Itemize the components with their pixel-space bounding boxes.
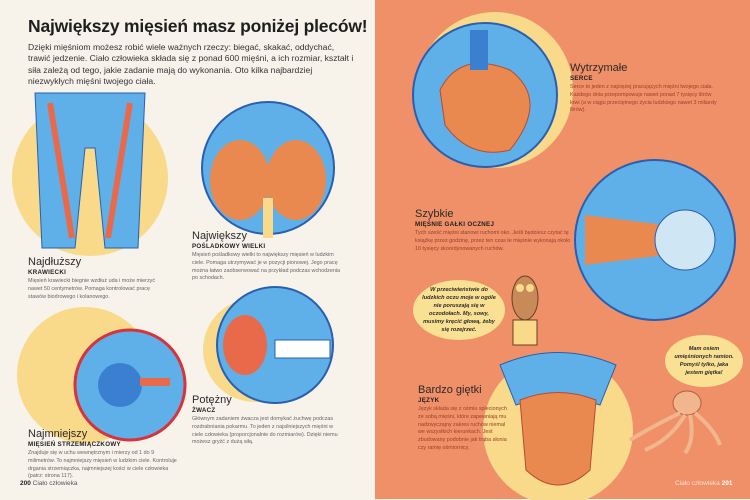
gluteus-illustration: [201, 101, 335, 238]
section-text: Mięsień pośladkowy wielki to największy …: [192, 252, 341, 282]
section-heart: Wytrzymałe SERCE Serce to jeden z najcię…: [570, 62, 720, 115]
section-subtitle: MIĘSIEŃ STRZEMIĄCZKOWY: [28, 441, 121, 448]
section-tongue: Bardzo giętki JĘZYK Język składa się z o…: [418, 384, 508, 453]
section-title: Potężny: [192, 394, 232, 406]
octopus-illustration: [628, 390, 722, 455]
section-title: Najmniejszy: [28, 428, 88, 440]
owl-illustration: [511, 275, 539, 346]
section-subtitle: SERCE: [570, 75, 593, 82]
section-title: Szybkie: [415, 208, 454, 220]
section-text: Język składa się z ośmiu splecionych ze …: [418, 406, 507, 451]
octopus-speech-bubble: Mam osiem umięśnionych ramion. Pomyśl ty…: [665, 335, 743, 387]
section-title: Najdłuższy: [28, 256, 82, 268]
section-title: Największy: [192, 230, 248, 242]
section-subtitle: KRAWIECKI: [28, 269, 67, 276]
section-text: Tych sześć mięśni stanowi ruchomi oko. J…: [415, 230, 571, 252]
page-title: Największy mięsień masz poniżej pleców!: [28, 16, 368, 36]
masseter-illustration: [203, 286, 334, 404]
page-footer-left: 200 Ciało człowieka: [20, 480, 77, 487]
ear-illustration: [17, 307, 187, 443]
section-gluteus: Największy POŚLADKOWY WIELKI Mięsień poś…: [192, 230, 342, 283]
section-sartorius: Najdłuższy KRAWIECKI Mięsień krawiecki b…: [28, 256, 168, 301]
section-masseter: Potężny ŻWACZ Głównym zadaniem żwacza je…: [192, 394, 342, 447]
page-number: 201: [721, 480, 733, 487]
footer-label: Ciało człowieka: [675, 480, 720, 487]
section-title: Wytrzymałe: [570, 62, 628, 74]
section-text: Głównym zadaniem żwacza jest domykać żuc…: [192, 416, 338, 446]
section-subtitle: ŻWACZ: [192, 407, 216, 414]
section-subtitle: JĘZYK: [418, 397, 440, 404]
section-stapedius: Najmniejszy MIĘSIEŃ STRZEMIĄCZKOWY Znajd…: [28, 428, 178, 481]
eye-illustration: [574, 159, 736, 321]
left-page: Największy mięsień masz poniżej pleców! …: [0, 0, 375, 499]
intro-text: Dzięki mięśniom możesz robić wiele ważny…: [28, 42, 354, 87]
page-number: 200: [20, 480, 31, 487]
tongue-illustration: [483, 352, 633, 500]
section-text: Znajduje się w uchu wewnętrznym i mierzy…: [28, 450, 177, 480]
section-eye-muscles: Szybkie MIĘŚNIE GAŁKI OCZNEJ Tych sześć …: [415, 208, 575, 253]
section-text: Mięsień krawiecki biegnie wzdłuż uda i m…: [28, 278, 156, 300]
section-subtitle: MIĘŚNIE GAŁKI OCZNEJ: [415, 221, 495, 228]
section-text: Serce to jeden z najciężej pracujących m…: [570, 84, 717, 114]
owl-speech-bubble: W przeciwieństwie do ludzkich oczu moje …: [413, 280, 505, 340]
section-subtitle: POŚLADKOWY WIELKI: [192, 243, 266, 250]
legs-illustration: [12, 92, 168, 256]
right-page: Wytrzymałe SERCE Serce to jeden z najcię…: [375, 0, 750, 500]
footer-label: Ciało człowieka: [32, 480, 78, 487]
page-footer-right: Ciało człowieka 201: [675, 480, 732, 487]
section-title: Bardzo giętki: [418, 384, 482, 396]
heart-illustration: [412, 12, 573, 168]
